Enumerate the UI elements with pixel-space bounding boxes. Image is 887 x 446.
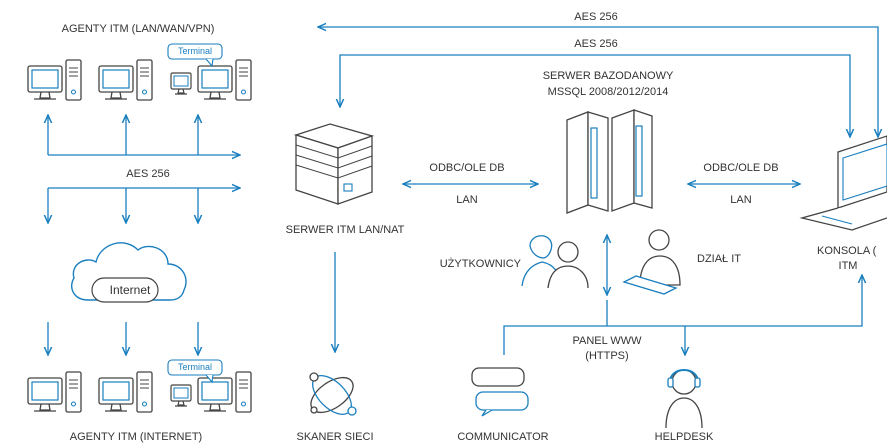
aes-line-top-2 (340, 54, 850, 137)
db-version-label: MSSQL 2008/2012/2014 (547, 86, 669, 98)
terminal-label: Terminal (177, 362, 213, 372)
terminal-bubble (167, 359, 223, 376)
aes-top-1-label: AES 256 (574, 11, 618, 23)
pc-icon (98, 59, 153, 101)
panel-www-label: PANEL WWW (572, 335, 642, 347)
console-label: KONSOLA ( (817, 245, 877, 257)
pc-icon (197, 371, 252, 413)
panel-www-bus (503, 275, 862, 355)
agents-lan-label: AGENTY ITM (LAN/WAN/VPN) (61, 23, 215, 35)
odbc-left-label: ODBC/OLE DB (429, 162, 505, 174)
communicator-label: COMMUNICATOR (457, 431, 549, 443)
network-scanner-icon (309, 372, 357, 416)
terminal-bubble (167, 43, 223, 60)
pc-icon (27, 371, 82, 413)
internet-label: Internet (109, 283, 151, 297)
pc-icon (197, 59, 252, 101)
helpdesk-label: HELPDESK (654, 431, 714, 443)
connectors (48, 27, 878, 355)
pc-icon (27, 59, 82, 101)
pc-icon (170, 384, 192, 407)
db-title-label: SERWER BAZODANOWY (542, 70, 674, 82)
itm-server-icon (293, 123, 375, 205)
agents-internet-group (27, 359, 252, 413)
scanner-label: SKANER SIECI (296, 431, 374, 443)
db-server-icon (566, 109, 653, 214)
aes-left-label: AES 256 (126, 168, 170, 180)
lan-left-label: LAN (456, 194, 478, 206)
agents-lan-group (27, 43, 252, 101)
helpdesk-agent-icon (665, 369, 703, 429)
pc-icon (170, 72, 192, 95)
pc-icon (98, 371, 153, 413)
it-dept-label: DZIAŁ IT (697, 253, 742, 265)
users-icon (521, 235, 589, 289)
lan-right-label: LAN (730, 194, 752, 206)
users-label: UŻYTKOWNICY (439, 258, 521, 270)
odbc-right-label: ODBC/OLE DB (703, 162, 779, 174)
aes-top-2-label: AES 256 (574, 38, 618, 50)
chat-bubbles-icon (471, 367, 529, 417)
aes-line-top-1 (318, 27, 878, 137)
console-itm-label: ITM (838, 260, 858, 272)
it-person-icon (622, 229, 681, 295)
laptop-icon (799, 135, 887, 231)
agents-internet-label: AGENTY ITM (INTERNET) (69, 431, 203, 443)
panel-https-label: (HTTPS) (585, 350, 629, 362)
terminal-label: Terminal (177, 46, 213, 56)
itm-server-label: SERWER ITM LAN/NAT (285, 224, 405, 236)
